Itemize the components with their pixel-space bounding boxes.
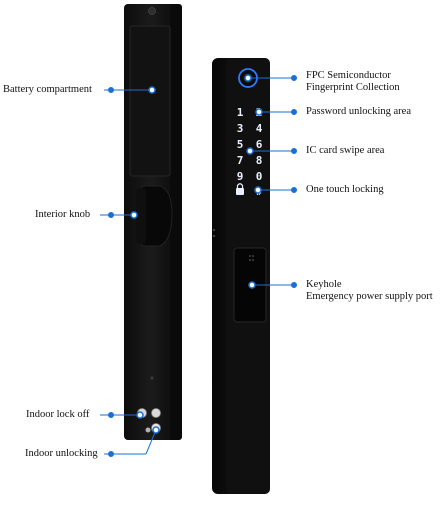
password-area-label: Password unlocking area <box>306 106 411 117</box>
interior-knob[interactable] <box>141 185 173 247</box>
indoor-lock-off-label: Indoor lock off <box>26 409 90 420</box>
key-4[interactable]: 4 <box>256 122 263 135</box>
key-3[interactable]: 3 <box>237 122 244 135</box>
interior-knob-label: Interior knob <box>35 209 91 220</box>
exterior-lock-body: 1 2 3 4 5 6 7 8 9 0 # <box>212 58 270 494</box>
keyhole-label-line1: Keyhole <box>306 279 342 290</box>
indoor-unlock-button-top[interactable] <box>151 408 161 418</box>
ic-card-label: IC card swipe area <box>306 145 385 156</box>
key-1[interactable]: 1 <box>237 106 244 119</box>
top-screw-icon <box>148 7 156 15</box>
key-7[interactable]: 7 <box>237 154 244 167</box>
one-touch-locking-label: One touch locking <box>306 184 384 195</box>
lock-key-icon[interactable] <box>236 183 244 195</box>
keyhole-label-line2: Emergency power supply port <box>306 291 433 302</box>
fingerprint-label: FPC Semiconductor Fingerprint Collection <box>306 70 400 94</box>
key-0[interactable]: 0 <box>256 170 263 183</box>
battery-cover <box>129 25 171 177</box>
key-9[interactable]: 9 <box>237 170 244 183</box>
keyhole-label: Keyhole Emergency power supply port <box>306 279 433 303</box>
fingerprint-label-line1: FPC Semiconductor <box>306 70 391 81</box>
battery-compartment-label: Battery compartment <box>3 84 92 95</box>
fingerprint-label-line2: Fingerprint Collection <box>306 82 400 93</box>
key-5[interactable]: 5 <box>237 138 244 151</box>
interior-lock-body <box>124 4 182 440</box>
indoor-unlocking-label: Indoor unlocking <box>25 448 98 459</box>
key-6[interactable]: 6 <box>256 138 263 151</box>
callout-lines <box>100 74 297 457</box>
key-8[interactable]: 8 <box>256 154 263 167</box>
